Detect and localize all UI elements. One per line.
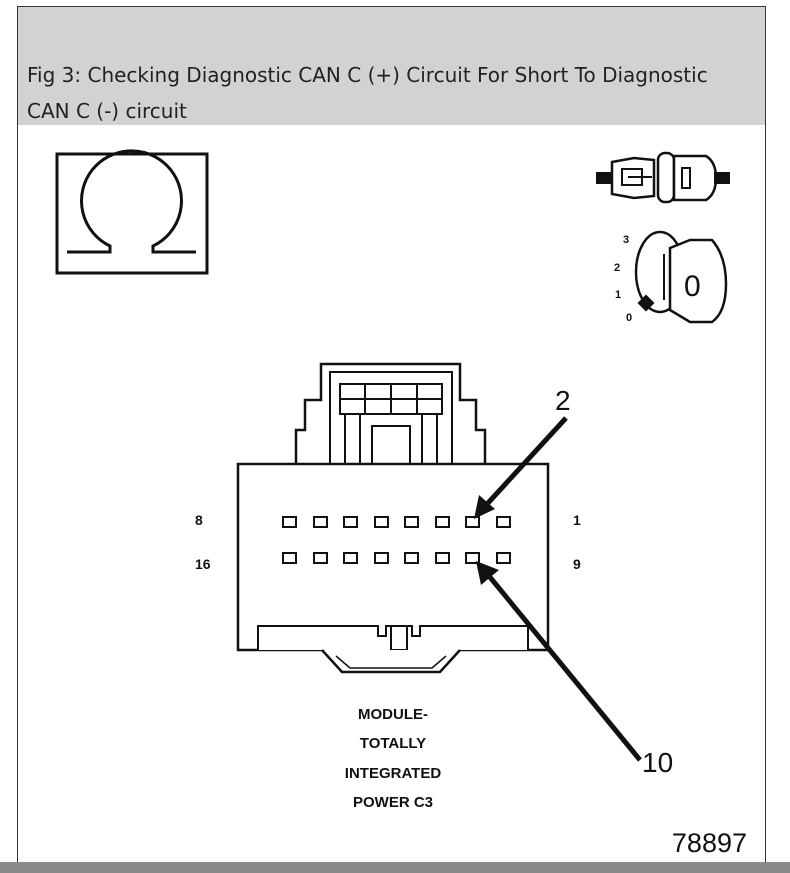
callout-arrow-pin-2 [474,416,568,519]
figure-frame: Fig 3: Checking Diagnostic CAN C (+) Cir… [17,6,766,865]
ignition-pos-3: 3 [623,234,629,246]
callout-arrow-pin-10 [476,561,642,762]
ignition-pos-2: 2 [614,262,620,274]
bottom-scroll-bar [0,862,790,873]
connector-name-line-4: POWER C3 [353,794,433,811]
figure-id: 78897 [672,828,747,858]
pin-label-1: 1 [573,512,581,528]
connector-disconnect-icon [596,151,730,204]
pin-label-8: 8 [195,512,203,528]
caption-title: Fig 3: Checking Diagnostic CAN C (+) Cir… [27,63,708,123]
ignition-pos-1: 1 [615,289,621,301]
connector-name-line-2: TOTALLY [360,735,426,752]
connector-name-line-1: MODULE- [358,706,428,723]
caption-bar: Fig 3: Checking Diagnostic CAN C (+) Cir… [18,7,765,125]
ignition-key-icon: 3 2 1 0 0 [614,230,728,324]
pin-label-16: 16 [195,556,211,572]
connector-c3: 8 1 16 9 [195,362,581,674]
ignition-key-label: 0 [684,270,701,303]
pin-row-bottom [282,552,511,564]
ohm-icon [55,149,209,275]
pin-row-top [282,516,511,528]
ignition-pos-0: 0 [626,312,632,324]
callout-label-2: 2 [555,385,571,416]
callout-label-10: 10 [642,747,673,778]
connector-name-line-3: INTEGRATED [345,765,442,782]
pin-label-9: 9 [573,556,581,572]
connector-name: MODULE- TOTALLY INTEGRATED POWER C3 [345,706,442,811]
